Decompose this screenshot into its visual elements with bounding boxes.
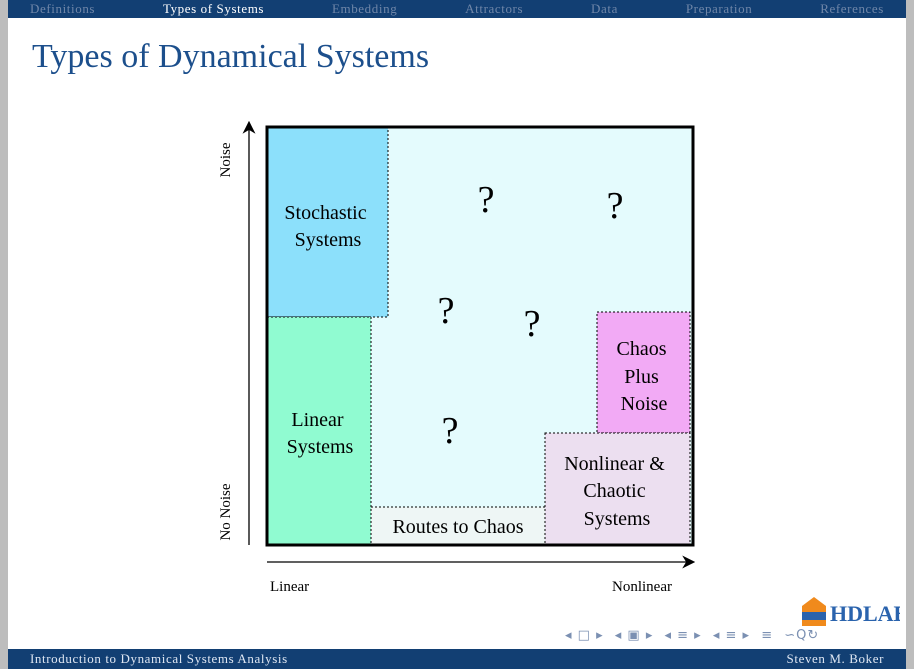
nav-section-attractors[interactable]: Attractors	[465, 1, 524, 16]
chaos-plus-noise-label-line: Chaos	[617, 338, 667, 360]
diagram-frame	[265, 125, 695, 547]
search-back-icon[interactable]: ∽Q↻	[784, 628, 820, 643]
chaos-plus-noise-label-line: Noise	[621, 393, 668, 415]
x-axis-right-label: Nonlinear	[612, 579, 672, 595]
nav-section-data[interactable]: Data	[591, 1, 618, 16]
document-nav-icon[interactable]: ◂ ≡ ▸	[712, 628, 751, 643]
footer-author: Steven M. Boker	[786, 651, 884, 666]
linear-systems-region	[266, 316, 372, 546]
stochastic-label-line: Systems	[295, 229, 362, 251]
chaos-plus-noise-label: Chaos Plus Noise	[617, 338, 672, 415]
nonlinear-chaotic-label-line: Chaotic	[583, 480, 645, 502]
nonlinear-chaotic-region	[544, 432, 691, 546]
linear-label-line: Systems	[287, 436, 354, 458]
nav-section-embedding[interactable]: Embedding	[331, 1, 398, 16]
footer-bar: Introduction to Dynamical Systems Analys…	[8, 649, 906, 669]
routes-to-chaos-label: Routes to Chaos	[392, 516, 523, 538]
unknown-mark: ?	[438, 290, 455, 332]
right-border	[906, 0, 914, 669]
nav-section-types-of-systems[interactable]: Types of Systems	[162, 1, 265, 16]
y-axis-bottom-label: No Noise	[218, 483, 234, 540]
chaos-plus-noise-region	[596, 311, 691, 434]
unknown-mark: ?	[607, 185, 624, 227]
frame-nav-icon[interactable]: ◂ □ ▸	[565, 628, 604, 643]
beamer-navigation-symbols: ◂ □ ▸ ◂ ▣ ▸ ◂ ≡ ▸ ◂ ≡ ▸ ≡ ∽Q↻	[565, 628, 825, 643]
nav-section-preparation[interactable]: Preparation	[685, 1, 753, 16]
nonlinear-chaotic-label: Nonlinear & Chaotic Systems	[564, 453, 670, 530]
x-axis-left-label: Linear	[270, 579, 309, 595]
nonlinear-chaotic-label-line: Nonlinear &	[564, 453, 665, 475]
unknown-mark: ?	[524, 303, 541, 345]
linear-label-line: Linear	[291, 409, 344, 431]
slide-title: Types of Dynamical Systems	[32, 38, 430, 75]
y-axis-top-label: Noise	[218, 142, 234, 177]
stochastic-label-line: Stochastic	[284, 202, 366, 224]
linear-label: Linear Systems	[287, 409, 354, 458]
logo-text: HDLAB	[830, 601, 900, 626]
left-border	[0, 0, 8, 669]
routes-to-chaos-region	[370, 506, 546, 546]
nav-section-references[interactable]: References	[820, 1, 884, 16]
stochastic-systems-region	[266, 126, 389, 318]
footer-presentation-title: Introduction to Dynamical Systems Analys…	[30, 651, 288, 666]
subsection-nav-icon[interactable]: ◂ ▣ ▸	[614, 628, 654, 643]
section-nav-icon[interactable]: ◂ ≡ ▸	[664, 628, 702, 643]
stochastic-label: Stochastic Systems	[284, 202, 371, 251]
unknown-mark: ?	[442, 410, 459, 452]
logo-house-band	[802, 612, 826, 620]
section-navigation-bar: Definitions Types of Systems Embedding A…	[8, 0, 906, 18]
logo-house-icon	[802, 597, 826, 626]
appendix-nav-icon[interactable]: ≡	[761, 628, 774, 643]
chaos-plus-noise-label-line: Plus	[624, 366, 659, 388]
nonlinear-chaotic-label-line: Systems	[584, 508, 651, 530]
hdlab-logo: HDLAB	[802, 597, 900, 626]
nav-section-definitions[interactable]: Definitions	[30, 1, 96, 16]
unknown-mark: ?	[478, 179, 495, 221]
